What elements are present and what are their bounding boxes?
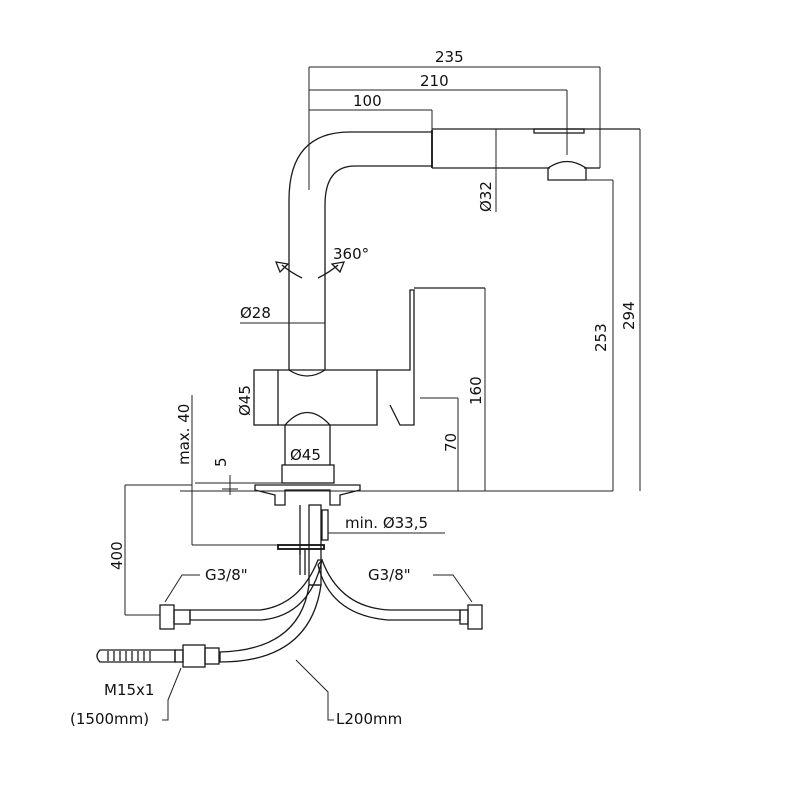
dim-label-rotation: 360° bbox=[333, 245, 369, 263]
spray-button bbox=[533, 128, 585, 134]
dim-label-outlet-height: 253 bbox=[592, 323, 610, 352]
dim-label-body-height: 70 bbox=[442, 433, 460, 452]
dim-label-total-height: 294 bbox=[620, 301, 638, 330]
body-base-junction bbox=[284, 411, 331, 426]
lever-handle bbox=[377, 289, 415, 426]
dim-label-spout-diameter: Ø32 bbox=[477, 181, 495, 212]
leader-right-inlet bbox=[433, 574, 473, 603]
reach-dimensions bbox=[308, 66, 601, 190]
spout bbox=[288, 128, 640, 370]
dim-label-body-diameter: Ø45 bbox=[236, 385, 254, 416]
dim-label-base-diameter: Ø45 bbox=[290, 446, 321, 464]
leader-inlet-hose-length bbox=[295, 659, 334, 721]
base-ring bbox=[281, 464, 335, 484]
dim-label-gasket: 5 bbox=[212, 457, 230, 467]
dim-label-hose-vertical: 400 bbox=[108, 541, 126, 570]
shower-hose-end bbox=[96, 649, 176, 663]
body-column-junction bbox=[288, 369, 326, 377]
faucet-body bbox=[253, 287, 485, 426]
label-inlet-hose-length: L200mm bbox=[336, 710, 402, 728]
label-shower-thread: M15x1 bbox=[104, 681, 154, 699]
spout-outer-edge bbox=[288, 131, 432, 370]
right-inlet-hose bbox=[317, 558, 483, 630]
dim-label-hole-diameter: min. Ø33,5 bbox=[345, 514, 428, 532]
leader-shower-thread bbox=[162, 667, 182, 721]
spout-inner-edge bbox=[324, 165, 432, 370]
label-shower-hose-length: (1500mm) bbox=[70, 710, 149, 728]
fixing-plate bbox=[277, 544, 325, 550]
dim-label-column-diameter: Ø28 bbox=[240, 304, 271, 322]
spray-nozzle bbox=[547, 160, 587, 181]
label-right-inlet: G3/8" bbox=[368, 566, 411, 584]
mounting-flange bbox=[254, 484, 361, 506]
rotation-arrows-icon bbox=[274, 261, 346, 279]
shower-thread-ridges bbox=[107, 651, 151, 661]
leader-left-inlet bbox=[164, 574, 200, 603]
left-hex-nut bbox=[159, 604, 175, 630]
dim-label-lever-height: 160 bbox=[467, 376, 485, 405]
shower-hex-nut bbox=[182, 644, 206, 668]
dim-label-235: 235 bbox=[435, 48, 464, 66]
right-hex-nut bbox=[467, 604, 483, 630]
label-left-inlet: G3/8" bbox=[205, 566, 248, 584]
body-cylinder bbox=[278, 369, 378, 426]
shower-hose bbox=[96, 584, 322, 668]
dim-label-210: 210 bbox=[420, 72, 449, 90]
body-end-cap bbox=[253, 369, 279, 426]
dim-label-max-deck: max. 40 bbox=[175, 404, 193, 465]
faucet-base bbox=[254, 425, 361, 506]
dim-label-100: 100 bbox=[353, 92, 382, 110]
